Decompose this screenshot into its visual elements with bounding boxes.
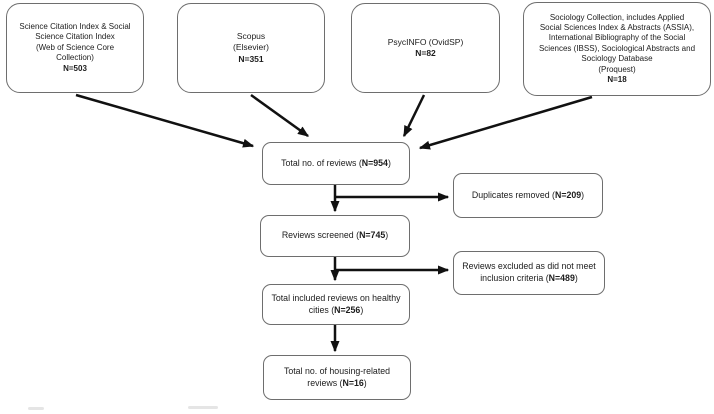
- source-box-psycinfo: PsycINFO (OvidSP) N=82: [351, 3, 500, 93]
- source-box-line: Science Citation Index: [35, 32, 115, 42]
- flow-box-duplicates-removed: Duplicates removed (N=209): [453, 173, 603, 218]
- source-box-count: N=503: [63, 63, 87, 73]
- flow-box-label: Total included reviews on healthy cities…: [271, 292, 401, 315]
- source-box-line: International Bibliography of the Social: [548, 33, 686, 43]
- source-box-line: Sociology Collection, includes Applied: [549, 12, 685, 22]
- source-box-line: (Proquest): [598, 64, 636, 74]
- flow-box-reviews-excluded: Reviews excluded as did not meet inclusi…: [453, 251, 605, 295]
- flow-box-label: Total no. of housing-related reviews (N=…: [283, 365, 391, 388]
- cropped-caption-artifact: [28, 407, 44, 410]
- source-box-line: Collection): [56, 53, 94, 63]
- flow-box-housing-reviews: Total no. of housing-related reviews (N=…: [263, 355, 411, 400]
- flow-box-total-reviews: Total no. of reviews (N=954): [262, 142, 410, 185]
- flow-box-label: Total no. of reviews (N=954): [281, 157, 391, 168]
- source-box-count: N=82: [415, 48, 436, 58]
- source-box-sociology-collection: Sociology Collection, includes Applied S…: [523, 2, 711, 96]
- flow-box-label: Reviews screened (N=745): [281, 230, 389, 241]
- source-box-line: Sociology Database: [581, 54, 653, 64]
- flow-box-label: Reviews excluded as did not meet inclusi…: [462, 261, 596, 283]
- source-box-line: Science Citation Index & Social: [19, 22, 131, 32]
- source-box-line: PsycINFO (OvidSP): [387, 36, 464, 47]
- source-box-count: N=18: [607, 74, 627, 84]
- arrow-psycinfo-to-total: [402, 94, 426, 138]
- flow-box-included-reviews: Total included reviews on healthy cities…: [262, 284, 410, 325]
- source-box-line: (Web of Science Core: [35, 42, 115, 52]
- arrow-scopus-to-total: [250, 93, 310, 138]
- source-box-line: Scopus: [236, 30, 266, 41]
- arrow-sociology-to-total: [418, 95, 593, 150]
- source-box-scopus: Scopus (Elsevier) N=351: [177, 3, 325, 93]
- flow-box-label: Duplicates removed (N=209): [471, 189, 585, 200]
- arrow-wos-to-total: [75, 93, 255, 148]
- flow-box-reviews-screened: Reviews screened (N=745): [260, 215, 410, 257]
- source-box-line: Sciences (IBSS), Sociological Abstracts …: [538, 43, 696, 53]
- cropped-caption-artifact: [188, 406, 218, 409]
- source-box-line: Social Sciences Index & Abstracts (ASSIA…: [539, 23, 695, 33]
- source-box-count: N=351: [238, 53, 264, 64]
- source-box-line: (Elsevier): [233, 42, 269, 53]
- source-box-web-of-science: Science Citation Index & Social Science …: [6, 3, 144, 93]
